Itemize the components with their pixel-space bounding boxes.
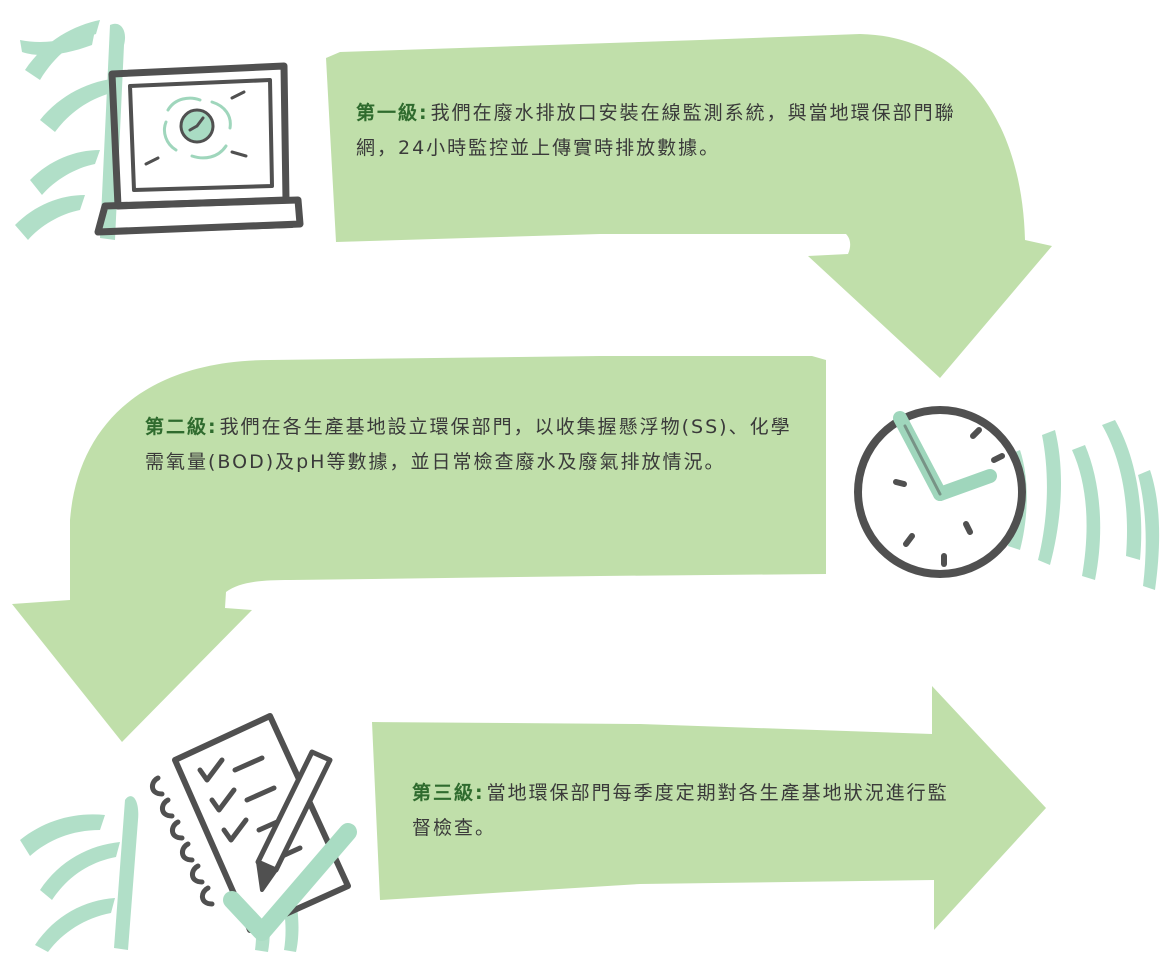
arrow-step-3 — [372, 686, 1046, 930]
checklist-icon — [150, 713, 357, 941]
arrow-step-2 — [12, 356, 826, 742]
step-3-text: 當地環保部門每季度定期對各生產基地狀況進行監督檢查。 — [412, 782, 949, 839]
plant-leaves-icon — [1008, 420, 1160, 590]
step-3-label: 第三級 — [412, 782, 476, 804]
step-1-text: 我們在廢水排放口安裝在線監測系統，與當地環保部門聯網，24小時監控並上傳實時排放… — [356, 102, 956, 159]
step-1-description: 第一級:我們在廢水排放口安裝在線監測系統，與當地環保部門聯網，24小時監控並上傳… — [356, 96, 956, 166]
step-1-colon: : — [419, 102, 429, 124]
step-2-text: 我們在各生產基地設立環保部門，以收集握懸浮物(SS)、化學需氧量(BOD)及pH… — [145, 416, 792, 473]
arrow-step-1 — [326, 34, 1052, 378]
clock-icon — [854, 406, 1026, 578]
step-3-colon: : — [475, 782, 485, 804]
step-2-label: 第二級 — [145, 416, 209, 438]
laptop-icon — [94, 62, 304, 236]
step-1-label: 第一級 — [356, 102, 420, 124]
step-3-description: 第三級:當地環保部門每季度定期對各生產基地狀況進行監督檢查。 — [412, 776, 952, 846]
step-2-description: 第二級:我們在各生產基地設立環保部門，以收集握懸浮物(SS)、化學需氧量(BOD… — [145, 410, 805, 480]
step-2-colon: : — [208, 416, 218, 438]
